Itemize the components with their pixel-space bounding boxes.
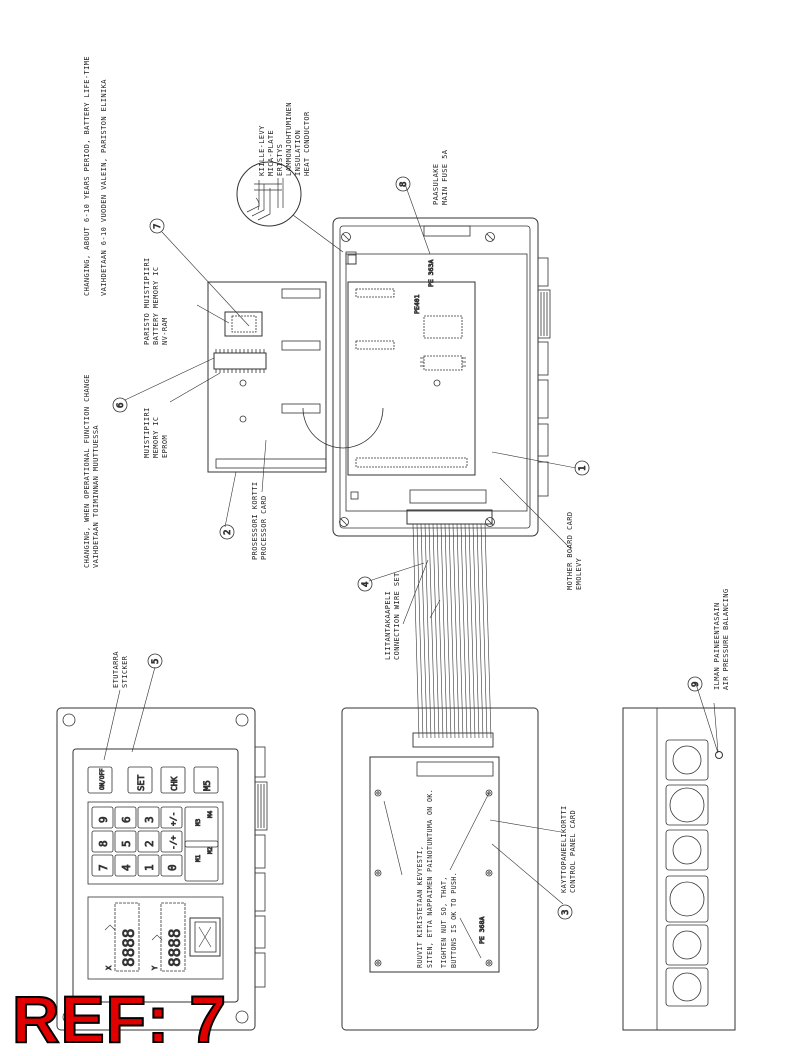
- callout-8: 8: [399, 182, 409, 187]
- key-m1: M1: [195, 854, 202, 862]
- air-pressure-label-fi: ILMAN PAINEENTASAIN: [713, 602, 721, 690]
- key-8: 8: [97, 840, 110, 847]
- callout-7: 7: [153, 224, 163, 229]
- memory-ic-label-en: MEMORY IC: [152, 416, 160, 458]
- key-minusplus: -/+: [169, 835, 178, 850]
- processor-card-label-en: PROCESSOR CARD: [260, 495, 268, 560]
- key-5: 5: [120, 840, 133, 847]
- callout-2: 2: [223, 530, 233, 535]
- eprom-label: EPROM: [161, 434, 169, 458]
- side-view-panel: [622, 707, 736, 1031]
- mica-plate-detail: [236, 161, 357, 265]
- battery-memory-label-en: BATTERY MEMORY IC: [152, 266, 160, 345]
- key-6: 6: [120, 816, 133, 823]
- fuse-label-fi: PAASULAKE: [432, 163, 440, 205]
- display-y: 8888: [165, 928, 184, 967]
- front-panel: [56, 707, 268, 1031]
- battery-note-en: CHANGING, ABOUT 6-10 YEARS PERIOD, BATTE…: [83, 56, 91, 296]
- axis-y-label: Y: [151, 965, 159, 970]
- callout-9: 9: [691, 682, 701, 687]
- mica-label: KIILLE-LEVY MICA-PLATE ERISTYS LAMMONJOH…: [258, 102, 312, 176]
- callout-numbers: 1 2 3 4 5 6 7 8 9: [116, 181, 702, 915]
- key-2: 2: [143, 840, 156, 847]
- insulation-label-fi: ERISTYS: [276, 143, 284, 176]
- mother-board-label-en: MOTHER BOARD CARD: [566, 511, 574, 590]
- sticker-label: ETUTARRA STICKER: [112, 651, 130, 688]
- push-note-line-2: SITEN, ETTA NAPPAIMEN PAINOTUNTUMA ON OK…: [426, 788, 434, 968]
- memory-ic-label-fi: MUISTIPIIRI: [143, 407, 151, 458]
- key-set: SET: [137, 774, 147, 791]
- key-9: 9: [97, 816, 110, 823]
- control-panel-card-label-fi: KAYTTOPANEELIKORTTI: [560, 805, 568, 893]
- mother-board-enclosure: [332, 217, 551, 537]
- code-pe363a: PE 363A: [427, 260, 435, 287]
- code-pe368a: PE 368A: [478, 917, 486, 944]
- mother-board-label-fi: EMOLEVY: [575, 557, 583, 590]
- key-4: 4: [120, 864, 133, 871]
- key-m5: M5: [203, 780, 213, 791]
- heat-conductor-label-fi: LAMMONJOHTUMINEN: [285, 102, 293, 176]
- ribbon-cable: [412, 523, 494, 748]
- key-m4: M4: [207, 810, 214, 818]
- code-pe401: PE401: [413, 294, 421, 314]
- push-note-line-1: RUUVIT KIRISTETAAN KEVYESTI,: [416, 845, 424, 968]
- fuse-label: PAASULAKE MAIN FUSE 5A: [432, 150, 450, 205]
- key-m2: M2: [207, 846, 214, 854]
- callouts: [112, 176, 703, 920]
- nvram-label: NV-RAM: [161, 317, 169, 345]
- callout-3: 3: [561, 910, 571, 915]
- memory-ic-label: MUISTIPIIRI MEMORY IC EPROM: [143, 407, 170, 458]
- key-0: 0: [166, 864, 179, 871]
- callout-6: 6: [116, 403, 126, 408]
- keypad-legends: ON/OFF SET CHK M5 9 6 3 +/- 8 5 2 -/+ 7 …: [97, 768, 215, 971]
- mother-board-label: MOTHER BOARD CARD EMOLEVY: [566, 512, 584, 590]
- key-plusminus: +/-: [169, 812, 178, 826]
- battery-note-fi: VAIHDETAAN 6-10 VUODEN VALEIN, PARISTON …: [100, 79, 108, 296]
- push-note-line-4: BUTTONS IS OK TO PUSH.: [450, 871, 458, 968]
- key-3: 3: [143, 816, 156, 823]
- connection-wire-label-en: CONNECTION WIRE SET: [393, 572, 401, 660]
- air-pressure-label-en: AIR PRESSURE BALANCING: [722, 588, 730, 690]
- key-chk: CHK: [170, 776, 179, 791]
- mica-label-fi: KIILLE-LEVY: [258, 125, 266, 176]
- sticker-label-en: STICKER: [121, 655, 129, 688]
- function-note-en: CHANGING, WHEN OPERATIONAL FUNCTION CHAN…: [83, 374, 91, 568]
- key-7: 7: [97, 864, 110, 871]
- heat-conductor-label-en: HEAT CONDUCTOR: [303, 111, 311, 176]
- ref-label: REF: 7: [11, 982, 228, 1056]
- callout-1: 1: [578, 466, 588, 471]
- air-pressure-label: ILMAN PAINEENTASAIN AIR PRESSURE BALANCI…: [713, 588, 731, 690]
- display-x: 8888: [119, 928, 138, 967]
- control-panel-card-label-en: CONTROL PANEL CARD: [569, 809, 577, 893]
- insulation-label-en: INSULATION: [294, 129, 302, 176]
- board-codes: PE 363A PE401 PE 368A: [413, 259, 487, 944]
- leader-lines: [103, 183, 719, 959]
- axis-x-label: X: [105, 965, 113, 970]
- sticker-label-fi: ETUTARRA: [112, 651, 120, 688]
- control-panel-card-label: KAYTTOPANEELIKORTTI CONTROL PANEL CARD: [560, 805, 578, 893]
- callout-5: 5: [151, 659, 161, 664]
- push-note-line-3: TIGHTEN NUT SO, THAT,: [440, 876, 448, 968]
- processor-card-label-fi: PROSESSORI KORTTI: [251, 481, 259, 560]
- key-m3: M3: [195, 818, 202, 826]
- mica-label-en: MICA-PLATE: [267, 129, 275, 176]
- arrow-marks: [104, 924, 163, 941]
- key-onoff: ON/OFF: [99, 768, 106, 790]
- battery-memory-label-fi: PARISTO MUISTIPIIRI: [143, 257, 151, 345]
- key-1: 1: [143, 864, 156, 871]
- control-panel-enclosure: [341, 707, 539, 1031]
- function-note: CHANGING, WHEN OPERATIONAL FUNCTION CHAN…: [83, 374, 101, 568]
- fuse-label-en: MAIN FUSE 5A: [441, 149, 449, 205]
- battery-note: CHANGING, ABOUT 6-10 YEARS PERIOD, BATTE…: [83, 56, 109, 296]
- battery-memory-label: PARISTO MUISTIPIIRI BATTERY MEMORY IC NV…: [143, 257, 170, 345]
- function-note-fi: VAIHDETAAN TOIMINNAN MUUTTUESSA: [92, 424, 100, 568]
- processor-card: [207, 281, 384, 473]
- connection-wire-label: LIITANTAKAAPELI CONNECTION WIRE SET: [384, 572, 402, 660]
- processor-card-label: PROSESSORI KORTTI PROCESSOR CARD: [251, 482, 269, 560]
- callout-4: 4: [361, 582, 371, 587]
- push-note: RUUVIT KIRISTETAAN KEVYESTI, SITEN, ETTA…: [415, 789, 459, 968]
- connection-wire-label-fi: LIITANTAKAAPELI: [384, 590, 392, 660]
